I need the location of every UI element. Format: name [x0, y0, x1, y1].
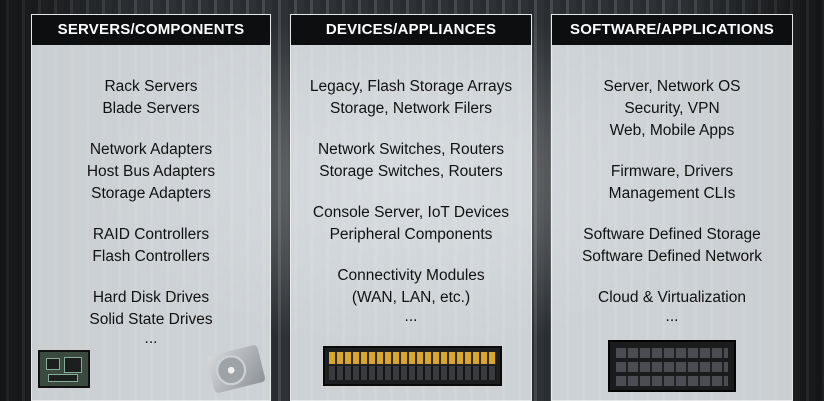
list-item: Storage Adapters	[91, 185, 211, 202]
list-item: Firmware, Drivers	[610, 163, 734, 180]
hard-disk-drive-image	[206, 344, 266, 394]
list-item: Peripheral Components	[329, 226, 493, 243]
list-item: Network Adapters	[89, 141, 213, 158]
list-item: Hard Disk Drives	[92, 289, 210, 306]
list-item: Web, Mobile Apps	[609, 122, 735, 139]
group-adapters: Network Adapters Host Bus Adapters Stora…	[32, 139, 270, 205]
group-connectivity: Connectivity Modules (WAN, LAN, etc.)	[291, 265, 531, 309]
list-item: Console Server, IoT Devices	[312, 204, 510, 221]
list-item: Management CLIs	[608, 185, 736, 202]
group-switches: Network Switches, Routers Storage Switch…	[291, 139, 531, 183]
list-item: Connectivity Modules	[337, 267, 485, 284]
more-ellipsis: ...	[404, 308, 418, 325]
devices-appliances-header: DEVICES/APPLIANCES	[291, 15, 531, 45]
list-item: Flash Controllers	[92, 248, 210, 265]
rack-server-image	[608, 340, 736, 392]
servers-components-header: SERVERS/COMPONENTS	[32, 15, 270, 45]
list-item: Host Bus Adapters	[86, 163, 216, 180]
list-item: Solid State Drives	[89, 311, 213, 328]
list-item: Software Defined Network	[581, 248, 763, 265]
list-item: Network Switches, Routers	[317, 141, 505, 158]
group-console: Console Server, IoT Devices Peripheral C…	[291, 202, 531, 246]
list-item: Storage Switches, Routers	[319, 163, 503, 180]
storage-array-image	[323, 346, 502, 386]
group-drives: Hard Disk Drives Solid State Drives	[32, 287, 270, 331]
list-item: Storage, Network Filers	[330, 100, 492, 117]
more-ellipsis: ...	[144, 330, 158, 347]
servers-components-panel: SERVERS/COMPONENTS Rack Servers Blade Se…	[31, 14, 271, 401]
group-cloud: Cloud & Virtualization	[552, 287, 792, 309]
group-storage: Legacy, Flash Storage Arrays Storage, Ne…	[291, 76, 531, 120]
list-item: RAID Controllers	[92, 226, 210, 243]
group-firmware: Firmware, Drivers Management CLIs	[552, 161, 792, 205]
list-item: Security, VPN	[624, 100, 720, 117]
list-item: (WAN, LAN, etc.)	[351, 289, 471, 306]
list-item: Server, Network OS	[603, 78, 741, 95]
list-item: Cloud & Virtualization	[598, 289, 746, 306]
list-item: Software Defined Storage	[583, 226, 761, 243]
list-item: Legacy, Flash Storage Arrays	[309, 78, 513, 95]
group-software-defined: Software Defined Storage Software Define…	[552, 224, 792, 268]
list-item: Rack Servers	[104, 78, 198, 95]
software-applications-header: SOFTWARE/APPLICATIONS	[552, 15, 792, 45]
devices-appliances-panel: DEVICES/APPLIANCES Legacy, Flash Storage…	[290, 14, 532, 401]
software-applications-panel: SOFTWARE/APPLICATIONS Server, Network OS…	[551, 14, 793, 401]
more-ellipsis: ...	[665, 308, 679, 325]
group-os: Server, Network OS Security, VPN Web, Mo…	[552, 76, 792, 142]
group-servers: Rack Servers Blade Servers	[32, 76, 270, 120]
list-item: Blade Servers	[102, 100, 200, 117]
group-controllers: RAID Controllers Flash Controllers	[32, 224, 270, 268]
circuit-board-image	[38, 350, 90, 388]
